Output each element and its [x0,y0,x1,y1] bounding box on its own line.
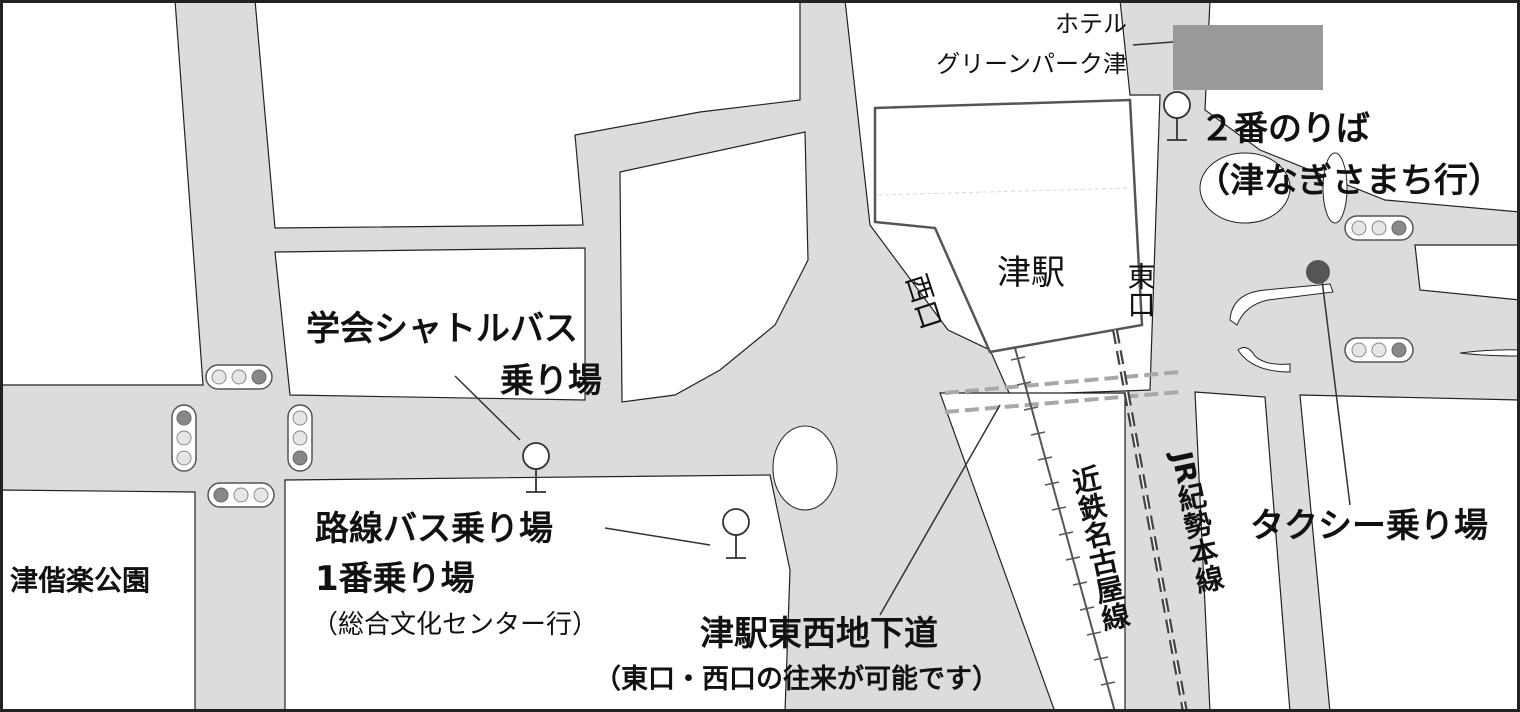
route-bus-leader [604,527,711,546]
block-southeast [1299,394,1520,712]
taxi-leader [1321,279,1351,506]
block-park [0,489,196,712]
traffic-signal-icon [171,404,197,472]
station-label: 津駅 [997,253,1065,293]
traffic-signal-icon [1344,337,1414,363]
bus-stop-icon [1163,91,1191,141]
east-plaza-islands [1199,152,1520,373]
shuttle-bus-label-line2: 乗り場 [500,361,602,401]
hotel-building [1173,25,1323,90]
roundabout-island [772,425,838,511]
traffic-signal-icon [205,364,273,390]
block-rail-south [939,392,1126,712]
bus-stop-icon [722,508,750,559]
hotel-leader [1132,41,1174,46]
station-building [873,98,1144,354]
taxi-stand-marker-icon [1306,260,1330,284]
hotel-label-line2: グリーンパーク津 [936,50,1127,78]
east-road-median [1459,349,1520,357]
block-northwest [0,0,204,386]
block-north-center [254,0,801,229]
jr-railway [1112,329,1188,712]
underpass-leader [879,404,1001,616]
traffic-signal-icon [1344,215,1414,241]
shuttle-bus-label-line1: 学会シャトルバス [306,309,578,349]
map-labels: ホテル グリーンパーク津 ２番のりば （津なぎさまち行） 津駅 東口 西口 学会… [10,10,1502,695]
block-shuttle [274,247,586,401]
traffic-signal-icon [287,404,313,472]
traffic-signal-icon [207,482,275,508]
block-south-center [284,474,791,712]
kintetsu-railway [1010,347,1116,712]
underpass-label-line2: （東口・西口の往来が可能です） [594,663,999,695]
traffic-signals [171,215,1414,508]
block-east-small [1414,244,1520,301]
route-bus-label-line2: 1番乗り場 [315,559,475,599]
bus-stop-icon [522,442,550,493]
east-exit-label: 東口 [1124,262,1157,318]
bus-stop-2-destination: （津なぎさまち行） [1196,161,1502,201]
shuttle-leader [454,375,521,441]
plaza-median-south [1237,347,1291,373]
plaza-island-narrow [1322,152,1348,224]
plaza-island-round [1199,152,1291,224]
block-center [619,131,809,403]
bus-stops [522,91,1191,559]
plaza-median-north [1229,283,1334,326]
hotel-label-line1: ホテル [1055,10,1127,38]
taxi-stand-label: タクシー乗り場 [1250,506,1488,546]
route-bus-label-line1: 路線バス乗り場 [315,509,553,549]
route-bus-label-line3: （総合文化センター行） [312,610,598,640]
underpass-label-line1: 津駅東西地下道 [700,614,938,654]
bus-stop-2-label: ２番のりば [1200,109,1370,149]
station-inner-line [877,187,1131,196]
block-taxi-south [1194,391,1291,712]
park-label: 津偕楽公園 [10,564,150,597]
leader-lines [454,41,1351,616]
